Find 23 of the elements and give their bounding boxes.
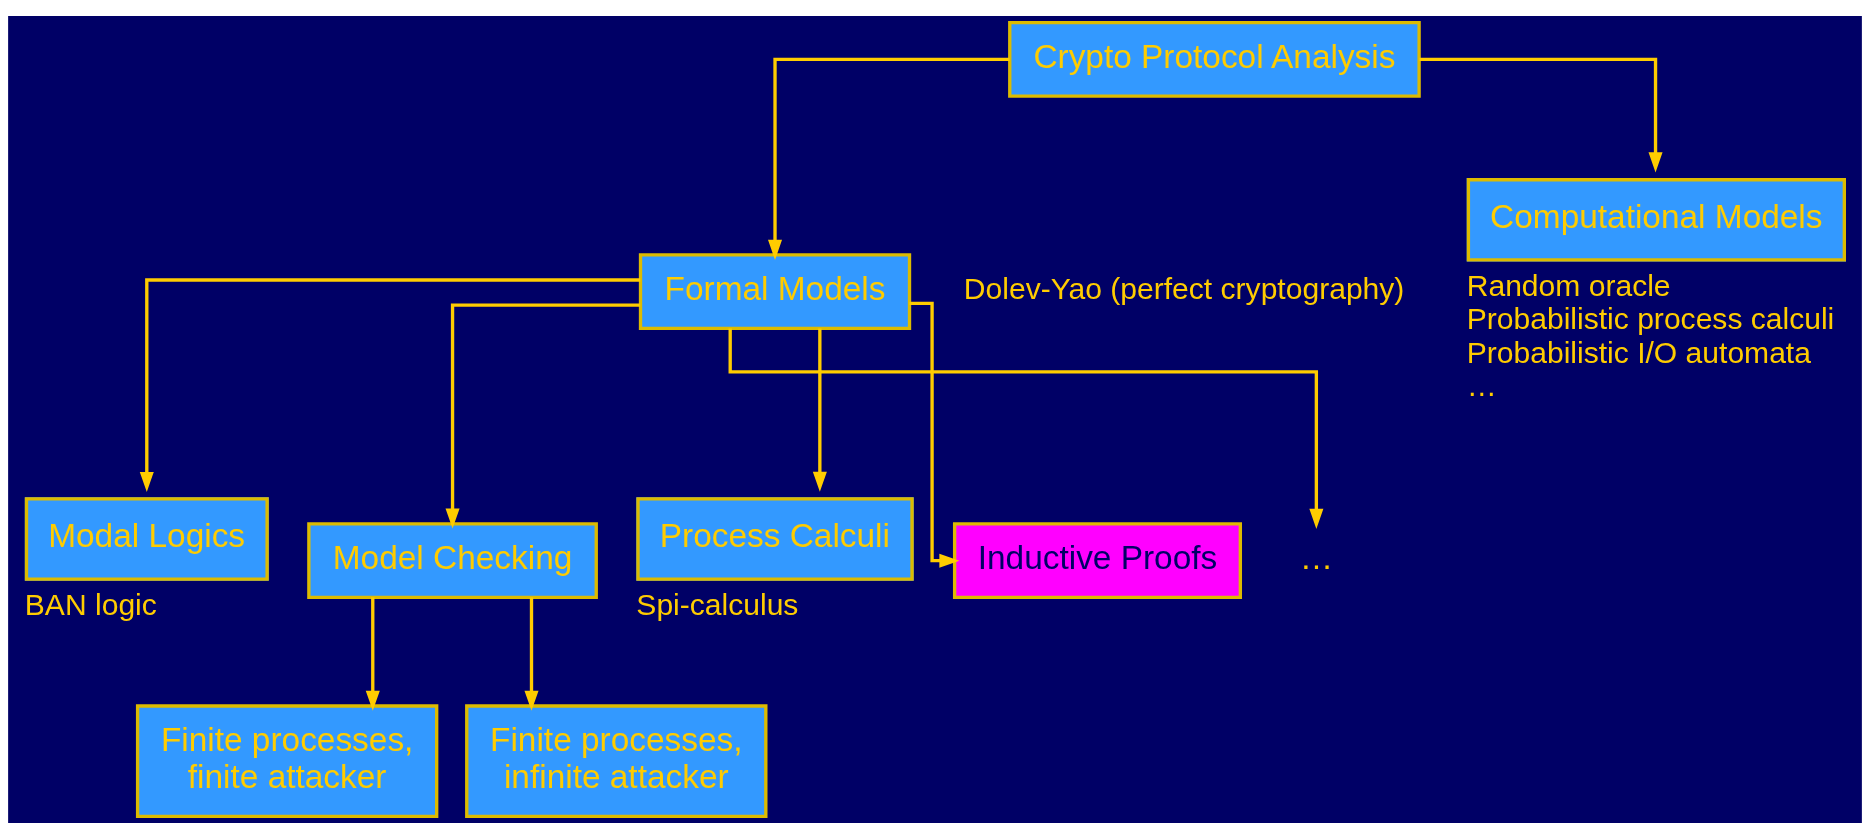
arrow: [728, 328, 1324, 529]
arrow: [909, 301, 960, 568]
node-box: Finite processes, infinite attacker: [465, 704, 768, 818]
node-label: Probabilistic process calculi: [1466, 302, 1835, 336]
node-label: Spi-calculus: [636, 587, 799, 621]
arrow: [524, 597, 539, 711]
node-label: Probabilistic I/O automata: [1466, 335, 1811, 369]
arrow: [768, 57, 1010, 260]
node-label: BAN logic: [24, 587, 157, 621]
node-label: Dolev-Yao (perfect cryptography): [963, 272, 1405, 306]
arrow: [139, 278, 641, 492]
arrow: [812, 328, 827, 492]
node-label: Random oracle: [1466, 268, 1671, 302]
arrow: [445, 303, 641, 529]
node-box: Inductive Proofs: [952, 522, 1242, 600]
arrow: [365, 597, 380, 711]
node-box: Finite processes, finite attacker: [135, 704, 439, 818]
node-text: …: [1299, 539, 1334, 577]
node-label: …: [1466, 368, 1497, 402]
arrow: [1419, 57, 1663, 173]
node-box: Crypto Protocol Analysis: [1008, 21, 1421, 98]
node-box: Formal Models: [638, 253, 912, 331]
node-box: Model Checking: [307, 522, 598, 600]
